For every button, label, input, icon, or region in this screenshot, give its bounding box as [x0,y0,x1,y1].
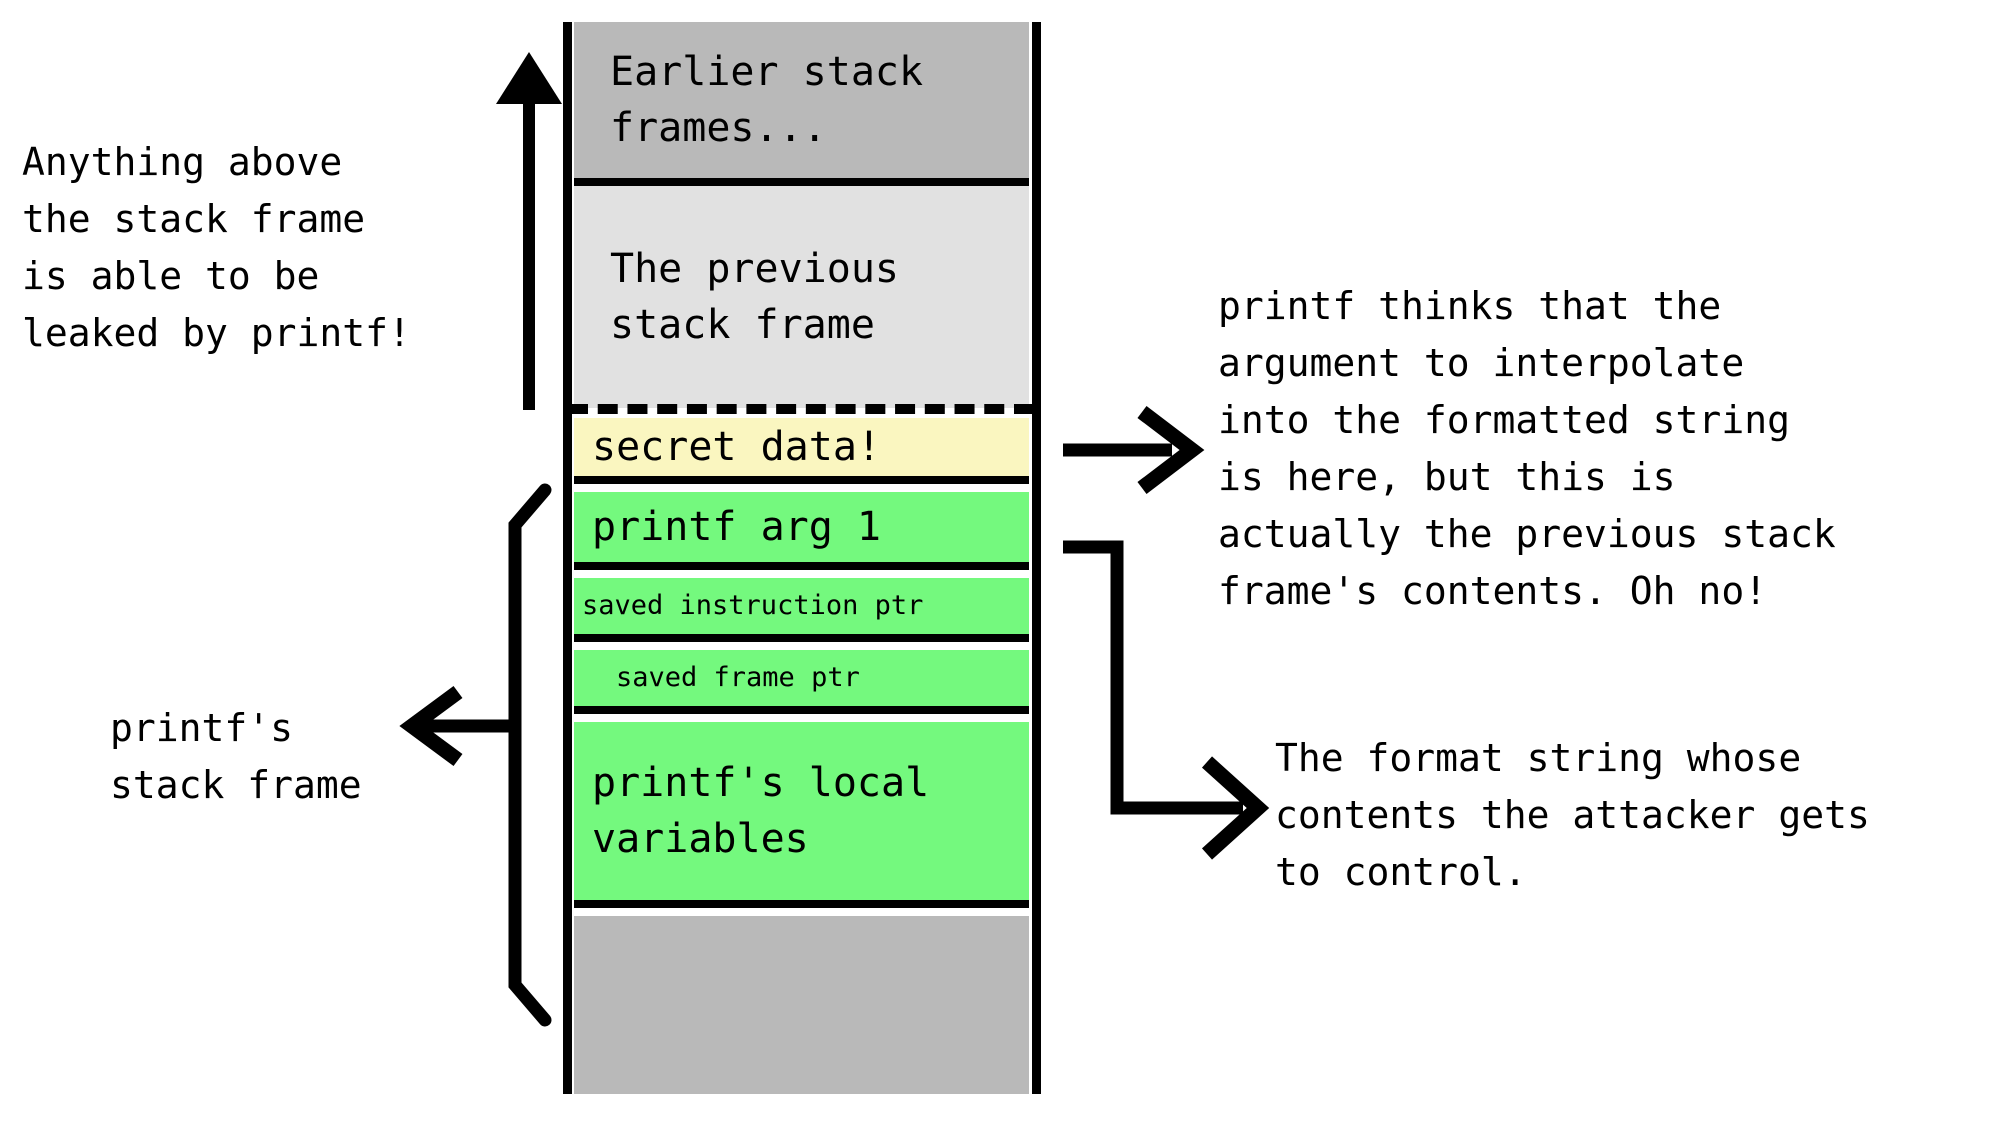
stack-left-rail [563,22,572,1094]
leak-note-text: Anything above the stack frame is able t… [22,140,411,355]
stack-slot-earlier-stack-frames: Earlier stack frames... [574,22,1029,186]
stack-slot-label: Earlier stack frames... [610,49,924,151]
upward-leak-arrow [496,52,562,410]
format-string-note-text: The format string whose contents the att… [1275,736,1870,894]
stack-slot-label: printf arg 1 [592,504,881,550]
printf-stack-frame-label: printf's stack frame [110,706,362,807]
stack-slot-label: The previous stack frame [610,246,899,348]
frame-boundary-dashed-divider [568,404,1034,414]
stack-slot-label: saved instruction ptr [582,590,924,621]
printf-thinks-note-text: printf thinks that the argument to inter… [1218,284,1836,613]
stack-slot-saved-instruction-ptr: saved instruction ptr [574,578,1029,642]
stack-slot-printf-arg-1: printf arg 1 [574,492,1029,570]
stack-slot-label: saved frame ptr [616,662,860,693]
stack-slot-label: secret data! [592,424,881,470]
stack-slot-secret-data: secret data! [574,418,1029,484]
stack-slot-saved-frame-ptr: saved frame ptr [574,650,1029,714]
stack-slot-label: printf's local variables [592,760,930,862]
stack-slot-bottom-filler [574,916,1029,1094]
stack-slot-printf-local-variables: printf's local variables [574,722,1029,908]
secret-data-pointer-arrow [1063,406,1205,494]
stack-right-rail [1032,22,1041,1094]
printf-frame-bracket [399,483,552,1027]
stack-column: Earlier stack frames... The previous sta… [563,22,1041,1094]
stack-slot-previous-stack-frame: The previous stack frame [574,186,1029,408]
